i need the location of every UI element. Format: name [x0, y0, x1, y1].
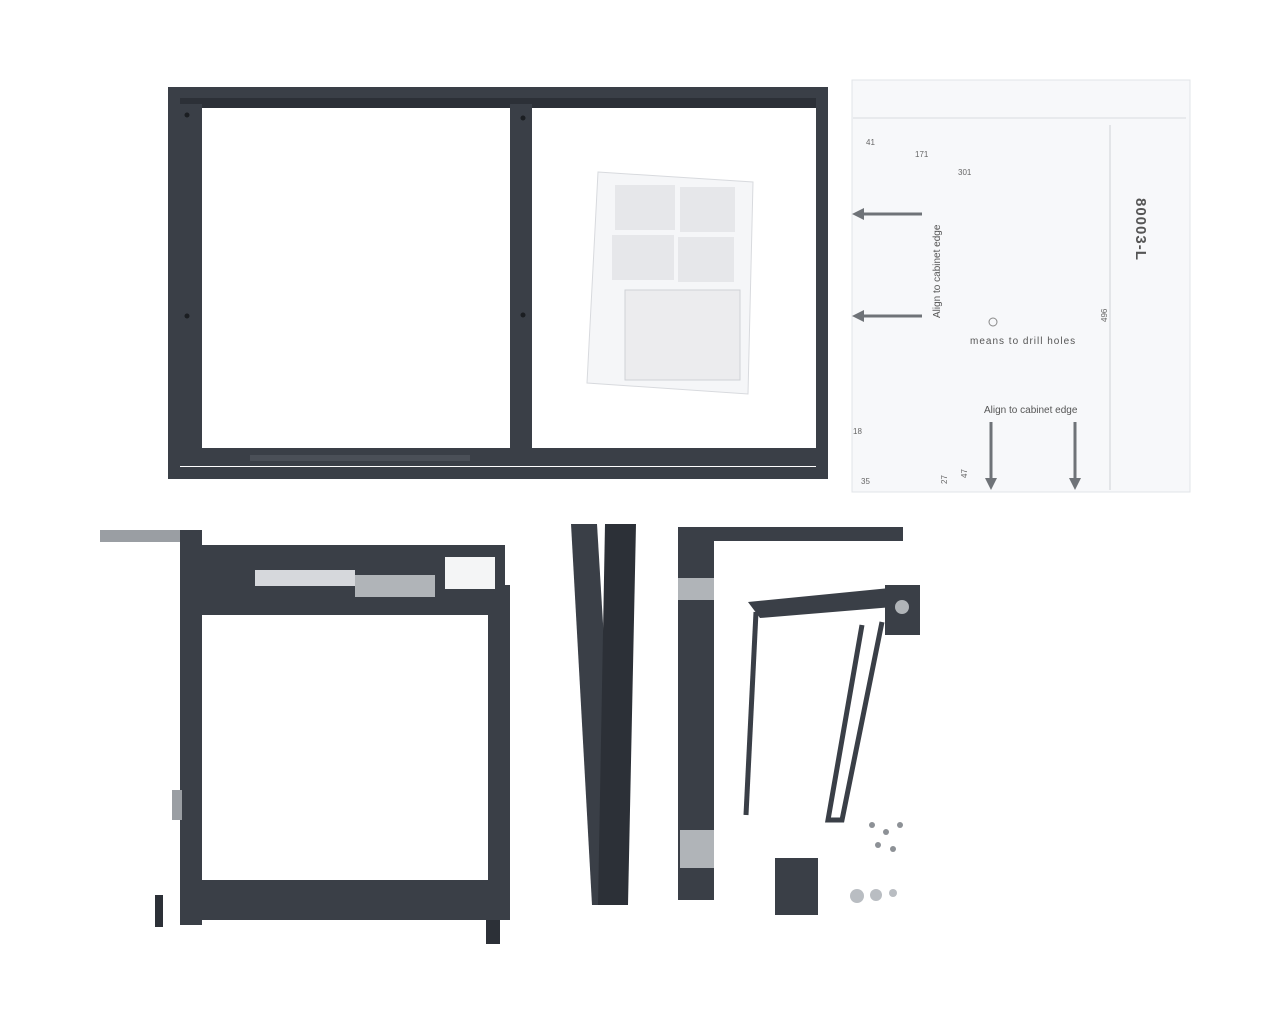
dimension-18: 18 — [853, 427, 862, 436]
drilling-template — [851, 79, 1191, 493]
screw-set — [850, 822, 903, 903]
slide-rail — [571, 524, 636, 905]
mounting-plate — [678, 527, 903, 900]
lift-arm — [743, 585, 920, 823]
align-edge-bottom-label: Align to cabinet edge — [984, 405, 1078, 416]
small-bracket — [775, 858, 818, 915]
dimension-27: 27 — [940, 475, 949, 484]
dimension-301: 301 — [958, 168, 972, 177]
dimension-47: 47 — [960, 469, 969, 478]
drill-note-label: means to drill holes — [970, 336, 1077, 347]
pullout-mechanism-frame — [100, 530, 510, 944]
top-rectangular-frame — [168, 87, 828, 479]
align-edge-vertical-label: Align to cabinet edge — [932, 224, 943, 318]
dimension-171: 171 — [915, 150, 929, 159]
dimension-35: 35 — [861, 477, 870, 486]
dimension-41: 41 — [866, 138, 875, 147]
part-number-label: 80003-L — [1132, 198, 1149, 261]
dimension-496: 496 — [1100, 308, 1109, 322]
instruction-leaflet — [586, 171, 754, 395]
